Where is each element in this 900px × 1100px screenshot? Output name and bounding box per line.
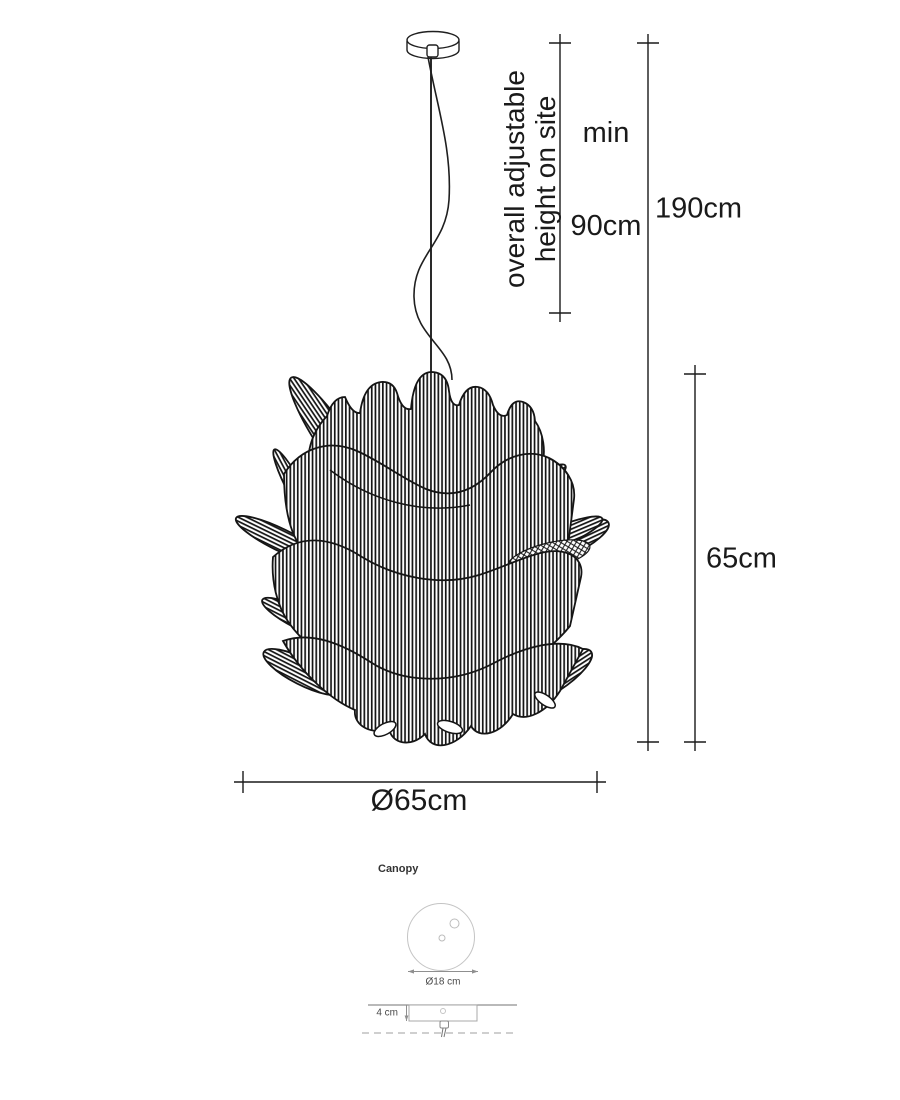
- canopy-hole: [438, 934, 446, 942]
- dimension-line-65: [684, 365, 706, 751]
- shade-fold-line: [329, 469, 471, 509]
- canopy-diameter-label: Ø18 cm: [425, 976, 461, 988]
- lamp-shade-drawing: [234, 371, 610, 747]
- connector-cable: [441, 1027, 447, 1038]
- min-height-line1: min: [582, 117, 630, 149]
- min-height-line2: 90cm: [570, 210, 642, 242]
- canopy-side-hole: [440, 1008, 446, 1014]
- canopy-section-title: Canopy: [378, 863, 419, 875]
- dimension-line-diameter-65: [234, 771, 606, 793]
- suspension-cable: [413, 56, 453, 381]
- canopy-side-view: [362, 1004, 517, 1038]
- shade-height-label: 65cm: [706, 542, 777, 575]
- dimension-line-190: [637, 34, 659, 751]
- adjustable-height-line2: height on site: [530, 95, 561, 263]
- canopy-circle: [407, 903, 475, 971]
- shade-bottom-skirt: [281, 636, 585, 747]
- adjustable-height-label: overall adjustable height on site: [499, 70, 561, 288]
- total-height-label: 190cm: [655, 192, 743, 225]
- dimension-line-min-90: [549, 34, 571, 322]
- canopy-top-view: [407, 903, 478, 974]
- canopy-diameter-dimension: [408, 969, 478, 974]
- pleat-tip: [436, 719, 464, 735]
- canopy-depth-dimension: [404, 1005, 409, 1021]
- dimension-lines: [234, 34, 706, 793]
- canopy-depth-label: 4 cm: [376, 1007, 398, 1019]
- adjustable-height-line1: overall adjustable: [499, 70, 530, 288]
- pleat-tip: [534, 691, 556, 709]
- pleat-tip: [373, 720, 397, 738]
- cable-connector: [439, 1020, 449, 1029]
- canopy-hole: [449, 918, 460, 929]
- min-height-label: min 90cm: [571, 56, 642, 304]
- ceiling-canopy-drawing: [406, 30, 460, 60]
- shade-diameter-label: Ø65cm: [370, 784, 468, 817]
